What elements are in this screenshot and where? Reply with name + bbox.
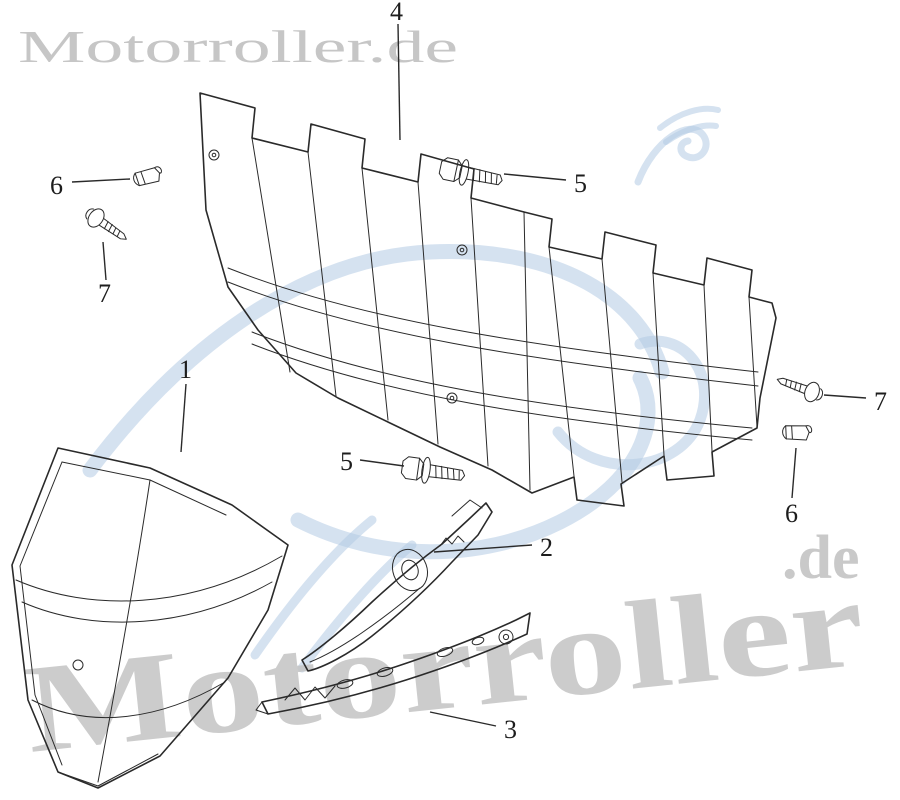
callout-6-left-label: 6 <box>50 171 63 200</box>
callout-3-label: 3 <box>504 715 517 744</box>
louver-panel-outline <box>199 92 777 507</box>
part-7-screw-left-drawing <box>85 208 127 240</box>
bracket-outline <box>301 502 493 672</box>
louver-panel-pleats <box>251 137 758 491</box>
fairing-details <box>15 461 283 787</box>
lower-bracket-outline <box>261 612 531 715</box>
part-7-screw-right-drawing <box>776 377 824 403</box>
part-5-bolt-mid-drawing <box>400 456 466 484</box>
watermark-top-left: Motorroller.de <box>18 21 458 72</box>
callout-labels: 4 6 7 5 1 5 7 6 2 3 <box>50 0 887 744</box>
part-4-louvered-panel-drawing <box>199 92 777 507</box>
lower-bracket-details <box>255 629 514 715</box>
callout-2-label: 2 <box>540 533 553 562</box>
callout-7-left-label: 7 <box>98 279 111 308</box>
callout-5-mid-label: 5 <box>340 447 353 476</box>
watermark-scooter-swoosh-icon <box>82 105 721 673</box>
part-2-bracket-drawing <box>301 499 493 672</box>
callout-1-label: 1 <box>179 355 192 384</box>
watermark-de-suffix: .de <box>782 524 860 592</box>
callout-5-top-label: 5 <box>574 169 587 198</box>
callout-7-right-label: 7 <box>874 387 887 416</box>
part-3-lower-bracket-drawing <box>255 612 531 715</box>
callout-4-label: 4 <box>390 0 403 26</box>
part-6-clip-left-drawing <box>133 166 162 187</box>
part-6-clip-right-drawing <box>782 425 813 441</box>
part-1-fairing-drawing <box>11 447 289 789</box>
callout-6-right-label: 6 <box>785 499 798 528</box>
louver-panel-rails <box>227 267 759 441</box>
watermark-layer: Motorroller.de .de Motorroller <box>18 21 870 780</box>
bracket-details <box>309 499 483 663</box>
part-5-bolt-top-drawing <box>438 157 503 186</box>
callout-leader-lines <box>71 23 867 727</box>
louver-panel-rivet-holes <box>208 149 468 404</box>
fairing-outline <box>11 447 289 789</box>
